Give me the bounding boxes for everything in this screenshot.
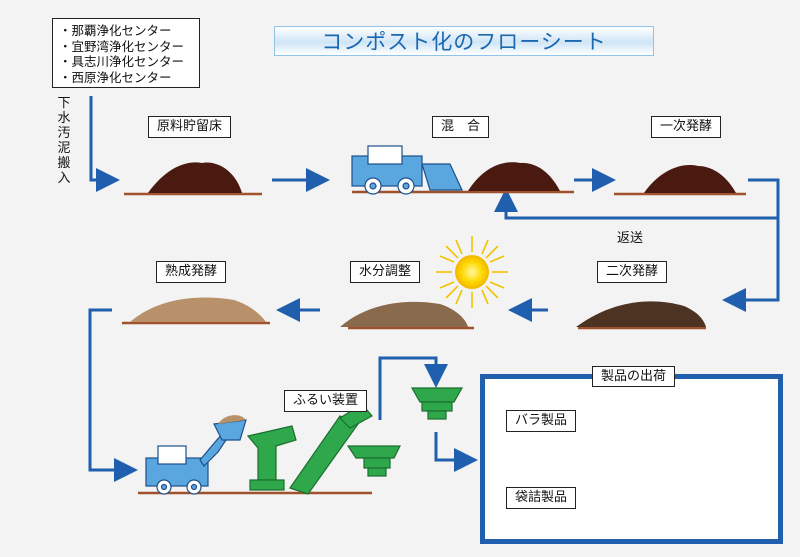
arrow-return: [494, 188, 778, 220]
hopper-icon: [410, 387, 464, 420]
loader-screening-icon: [145, 415, 247, 495]
inflow-label: 下水汚泥搬入: [57, 96, 71, 186]
pile-moisture: [340, 301, 468, 327]
label-moisture-adjustment: 水分調整: [350, 261, 421, 283]
pile-storage: [148, 162, 242, 193]
arrow-inflow: [89, 96, 120, 192]
label-bulk-product: バラ製品: [506, 410, 577, 432]
center-item: ・宜野湾浄化センター: [59, 38, 185, 54]
label-return: 返送: [617, 231, 644, 246]
arrow-maturation-to-screening: [88, 308, 138, 482]
treatment-center-list: ・那覇浄化センター ・宜野湾浄化センター ・具志川浄化センター ・西原浄化センタ…: [52, 18, 200, 88]
center-item: ・西原浄化センター: [59, 69, 172, 85]
label-bagged-product: 袋詰製品: [506, 487, 577, 509]
pile-mixing: [468, 162, 560, 191]
screening-machine-icon: [246, 403, 401, 495]
arrow-screening-to-hopper: [378, 356, 448, 420]
shipping-title: 製品の出荷: [592, 366, 676, 387]
label-mixing: 混 合: [432, 116, 490, 138]
center-item: ・具志川浄化センター: [59, 54, 185, 69]
shipping-box: [480, 374, 783, 544]
loader-mixing-icon: [351, 145, 463, 195]
label-secondary-fermentation: 二次発酵: [597, 261, 668, 283]
flow-arrows: [88, 96, 780, 482]
page-title: コンポスト化のフローシート: [274, 26, 654, 56]
sun-icon: [436, 236, 508, 308]
arrow-hopper-to-shipping: [434, 432, 478, 472]
compost-piles: [130, 162, 736, 327]
pile-secondary: [576, 301, 706, 327]
label-storage: 原料貯留床: [148, 116, 232, 138]
arrow-primary-to-secondary: [722, 178, 780, 312]
label-screening: ふるい装置: [284, 390, 368, 412]
center-item: ・那覇浄化センター: [59, 23, 172, 38]
label-primary-fermentation: 一次発酵: [651, 116, 722, 138]
label-maturation: 熟成発酵: [156, 261, 227, 283]
pile-primary: [644, 165, 736, 193]
pile-maturation: [130, 297, 266, 322]
